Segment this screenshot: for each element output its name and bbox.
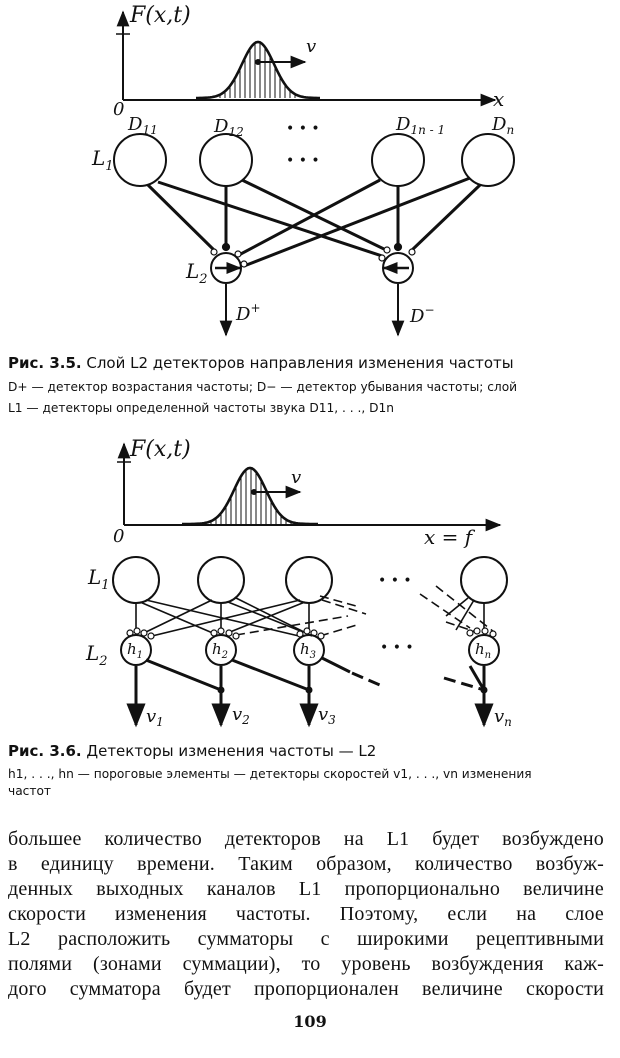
caption-label: Рис. 3.5.	[8, 354, 82, 372]
lateral-connections	[126, 656, 494, 728]
synapses	[126, 627, 497, 640]
body-line: денных выходных каналов L1 пропорциональ…	[8, 878, 604, 900]
caption-title: Слой L2 детекторов направления изменения…	[86, 354, 514, 372]
y-axis-label: F(x,t)	[129, 3, 191, 28]
caption-label: Рис. 3.6.	[8, 742, 82, 760]
body-paragraph: большее количество детекторов на L1 буде…	[8, 827, 604, 1002]
body-line: в единицу времени. Таким образом, количе…	[8, 853, 604, 875]
body-line: скорости изменения частоты. Поэтому, есл…	[8, 903, 604, 925]
threshold-label-hn: hn	[475, 640, 491, 661]
caption-title: Детекторы изменения частоты — L2	[86, 742, 377, 760]
origin-label: 0	[113, 99, 124, 120]
detector-label-d1n-1: D1n - 1	[395, 114, 445, 137]
gaussian-pulse	[182, 466, 318, 526]
dashed-connections	[235, 585, 495, 637]
y-axis-label: F(x,t)	[129, 437, 191, 462]
caption-note-1: D+ — детектор возрастания частоты; D− — …	[8, 380, 518, 394]
l1-unit-1	[112, 556, 160, 604]
layer-l2-label: L2	[85, 641, 108, 669]
figure-3-6: F(x,t) x = f 0 v L1 • • • • • •	[85, 437, 512, 729]
l1-l2-connections	[146, 176, 482, 268]
x-axis-label: x	[493, 87, 504, 111]
detector-label-d12: D12	[213, 116, 244, 139]
l1-unit-n	[460, 556, 508, 604]
ellipsis-top: • • •	[378, 573, 412, 589]
body-line: дого сумматора будет пропорционален вели…	[8, 978, 604, 1000]
detector-d11	[113, 133, 167, 187]
layer-l2-label: L2	[185, 259, 208, 287]
threshold-h3	[293, 634, 325, 666]
body-line: большее количество детекторов на L1 буде…	[8, 828, 604, 850]
threshold-hn	[468, 634, 500, 666]
output-d-minus: D−	[409, 303, 435, 327]
pulse-curve	[182, 466, 318, 526]
l1-unit-2	[197, 556, 245, 604]
body-line: L2 расположить сумматоры с широкими реце…	[8, 928, 604, 950]
caption-note-1: h1, . . ., hn — пороговые элементы — дет…	[8, 767, 532, 781]
detector-dn	[461, 133, 515, 187]
detector-label-d11: D11	[127, 114, 158, 137]
layer-l1-label: L1	[91, 146, 114, 174]
gaussian-pulse	[196, 40, 320, 100]
threshold-label-h1: h1	[127, 640, 143, 661]
detector-label-dn: Dn	[491, 114, 514, 137]
threshold-h1	[120, 634, 152, 666]
pulse-curve	[196, 40, 320, 100]
detector-d1n-1	[371, 133, 425, 187]
caption-note-2: частот	[8, 784, 52, 798]
output-v2: v2	[232, 704, 250, 727]
page-number: 109	[293, 1012, 327, 1031]
x-axis-label: x = f	[424, 525, 476, 549]
l1-l2-connections	[135, 597, 485, 637]
velocity-label: v	[306, 36, 316, 57]
layer-l1-label: L1	[87, 565, 110, 593]
output-v1: v1	[146, 706, 164, 729]
synapses	[210, 242, 416, 268]
threshold-h2	[205, 634, 237, 666]
caption-fig-3-6: Рис. 3.6. Детекторы изменения частоты — …	[8, 742, 608, 800]
body-line: полями (зонами суммации), то уровень воз…	[8, 953, 604, 975]
l1-unit-3	[285, 556, 333, 604]
lateral-dashed	[351, 671, 485, 692]
velocity-label: v	[291, 467, 301, 488]
origin-label: 0	[113, 526, 124, 547]
threshold-label-h3: h3	[300, 640, 316, 661]
output-vn: vn	[494, 706, 512, 729]
caption-note-2: L1 — детекторы определенной частоты звук…	[8, 401, 394, 415]
detector-d12	[199, 133, 253, 187]
ellipsis-middle: • • •	[380, 640, 414, 656]
caption-fig-3-5: Рис. 3.5. Слой L2 детекторов направления…	[8, 354, 608, 419]
output-v3: v3	[318, 704, 336, 727]
output-d-plus: D+	[235, 301, 261, 325]
threshold-label-h2: h2	[212, 640, 228, 661]
ellipsis-top: • • •	[286, 121, 320, 137]
figure-3-5: F(x,t) x 0 v L1 D11 D12 D1n - 1 Dn • • •…	[91, 3, 515, 337]
ellipsis-middle: • • •	[286, 153, 320, 169]
